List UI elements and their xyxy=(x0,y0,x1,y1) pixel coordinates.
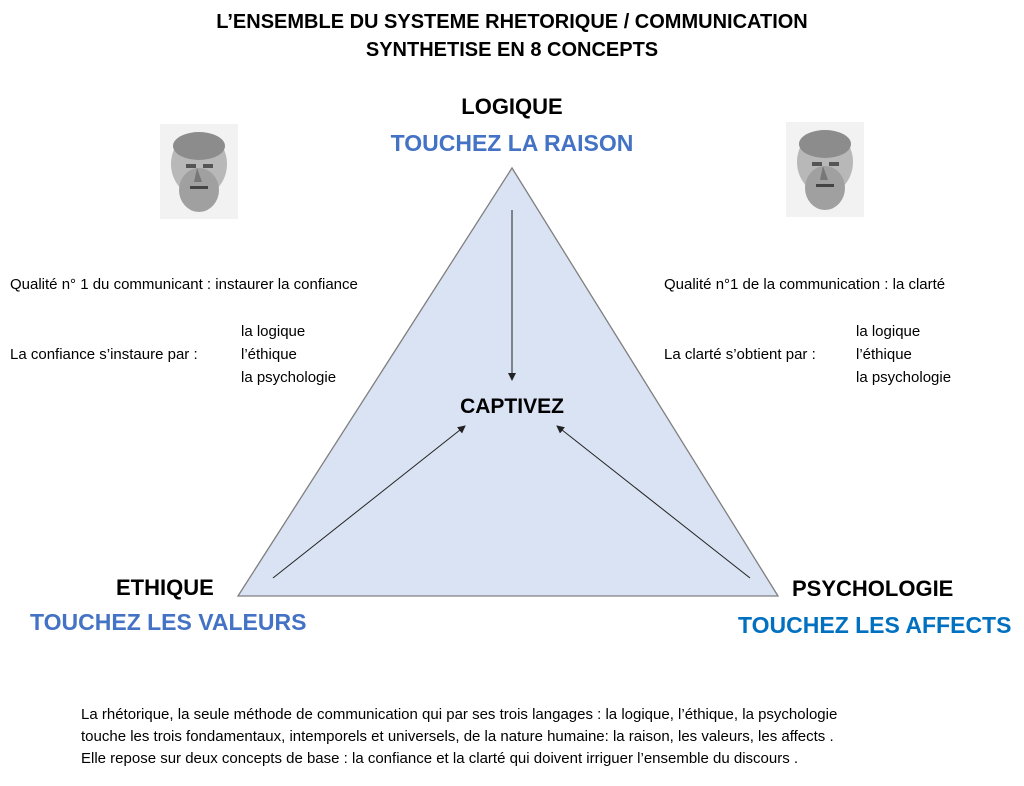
left-item-1: la logique xyxy=(241,323,306,340)
left-intro: La confiance s’instaure par : xyxy=(10,346,198,363)
right-item-2: l’éthique xyxy=(856,346,912,363)
top-label: LOGIQUE xyxy=(461,94,563,119)
left-quality: Qualité n° 1 du communicant : instaurer … xyxy=(10,276,358,293)
arrow-right-to-center xyxy=(556,425,751,579)
title-line-2: SYNTHETISE EN 8 CONCEPTS xyxy=(365,39,659,61)
footer-line-3: Elle repose sur deux concepts de base : … xyxy=(81,750,799,767)
footer-line-1: La rhétorique, la seule méthode de commu… xyxy=(81,706,838,723)
right-sub: TOUCHEZ LES AFFECTS xyxy=(738,612,1012,638)
arrow-left-to-center xyxy=(272,425,466,579)
center-label: CAPTIVEZ xyxy=(460,395,564,418)
footer-line-2: touche les trois fondamentaux, intempore… xyxy=(81,728,834,745)
left-sub: TOUCHEZ LES VALEURS xyxy=(30,609,307,635)
right-label: PSYCHOLOGIE xyxy=(792,576,954,601)
right-quality: Qualité n°1 de la communication : la cla… xyxy=(664,276,946,293)
aristotle-bust-right-icon xyxy=(786,122,864,217)
right-intro: La clarté s’obtient par : xyxy=(664,346,816,363)
top-sub: TOUCHEZ LA RAISON xyxy=(390,130,634,156)
right-item-1: la logique xyxy=(856,323,921,340)
triangle xyxy=(236,166,780,597)
right-item-3: la psychologie xyxy=(856,369,952,386)
left-label: ETHIQUE xyxy=(116,575,214,600)
left-item-3: la psychologie xyxy=(241,369,337,386)
left-item-2: l’éthique xyxy=(241,346,297,363)
title-line-1: L’ENSEMBLE DU SYSTEME RHETORIQUE / COMMU… xyxy=(216,11,808,33)
aristotle-bust-left-icon xyxy=(160,124,238,219)
